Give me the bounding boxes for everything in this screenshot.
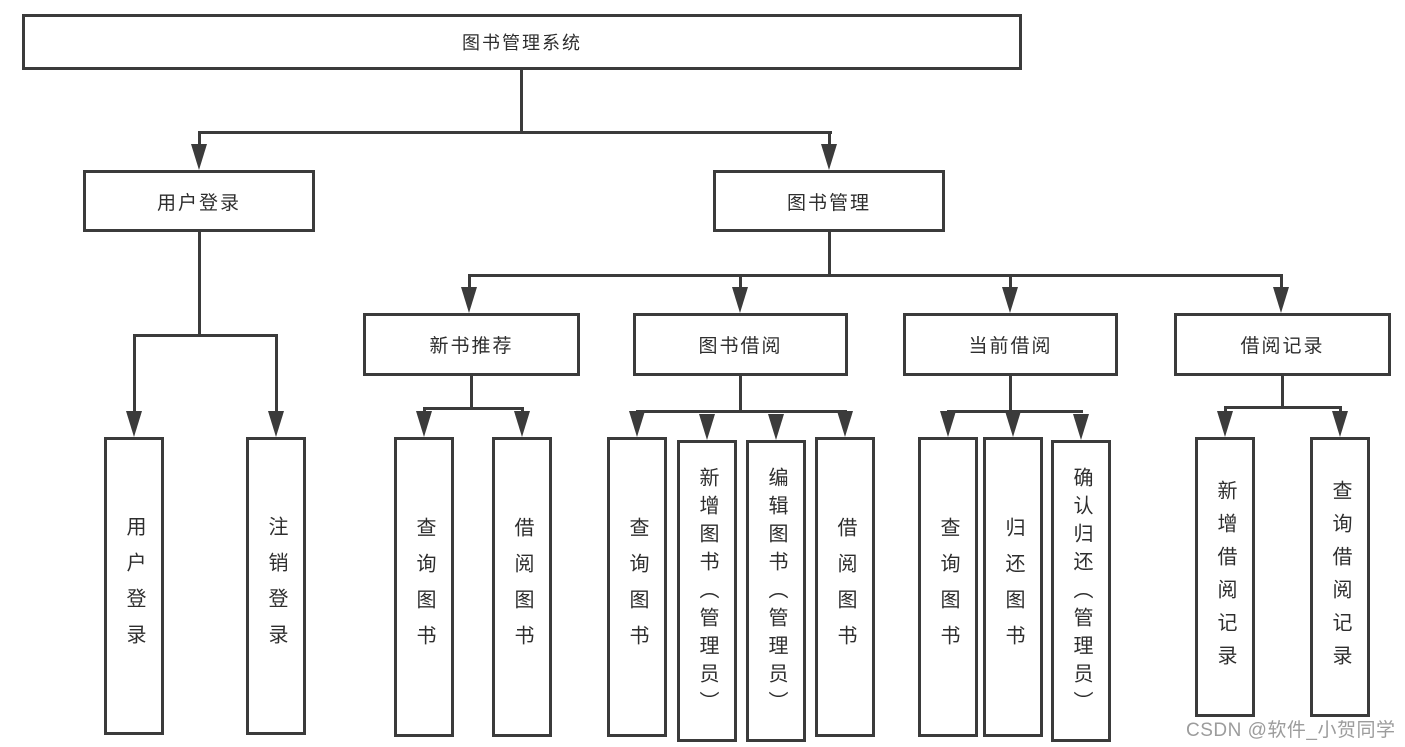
connector-user-login-hline: [133, 334, 278, 337]
connector-book-mgmt-hline: [468, 274, 1283, 277]
connector-arrowhead: [821, 144, 837, 170]
leaf-borrow-books-1: 借阅图书: [492, 437, 552, 737]
connector-recommend-stem: [470, 376, 473, 410]
leaf-query-borrow-record: 查询借阅记录: [1310, 437, 1370, 717]
node-user-login: 用户登录: [83, 170, 315, 232]
leaf-edit-book-admin: 编辑图书（管理员）: [746, 440, 806, 742]
node-new-book-recommend: 新书推荐: [363, 313, 580, 376]
connector-arrowhead: [1005, 411, 1021, 437]
connector-arrowhead: [1273, 287, 1289, 313]
connector-drop: [133, 334, 136, 412]
node-current-borrow: 当前借阅: [903, 313, 1118, 376]
node-book-borrow: 图书借阅: [633, 313, 848, 376]
connector-root-stem: [520, 70, 523, 134]
connector-arrowhead: [837, 411, 853, 437]
connector-records-hline: [1224, 406, 1342, 409]
connector-drop-book-mgmt: [828, 131, 831, 147]
connector-arrowhead: [768, 414, 784, 440]
connector-drop: [1339, 406, 1342, 414]
connector-borrow-hline: [636, 410, 847, 413]
connector-arrowhead: [1002, 287, 1018, 313]
connector-records-stem: [1281, 376, 1284, 409]
connector-arrowhead: [732, 287, 748, 313]
connector-arrowhead: [940, 411, 956, 437]
leaf-query-books-1: 查询图书: [394, 437, 454, 737]
connector-arrowhead: [191, 144, 207, 170]
connector-drop: [1280, 274, 1283, 289]
leaf-logout: 注销登录: [246, 437, 306, 735]
connector-drop-user-login: [198, 131, 201, 147]
csdn-watermark: CSDN @软件_小贺同学: [1186, 720, 1396, 741]
connector-recommend-hline: [423, 407, 524, 410]
connector-arrowhead: [1217, 411, 1233, 437]
leaf-add-book-admin: 新增图书（管理员）: [677, 440, 737, 742]
leaf-add-borrow-record: 新增借阅记录: [1195, 437, 1255, 717]
connector-root-hline: [198, 131, 832, 134]
connector-borrow-stem: [739, 376, 742, 413]
connector-drop: [275, 334, 278, 412]
node-borrow-records: 借阅记录: [1174, 313, 1391, 376]
connector-drop: [1224, 406, 1227, 414]
connector-arrowhead: [699, 414, 715, 440]
connector-arrowhead: [514, 411, 530, 437]
connector-arrowhead: [1332, 411, 1348, 437]
leaf-query-books-2: 查询图书: [607, 437, 667, 737]
leaf-confirm-return-admin: 确认归还（管理员）: [1051, 440, 1111, 742]
leaf-return-book: 归还图书: [983, 437, 1043, 737]
connector-current-stem: [1009, 376, 1012, 413]
connector-book-mgmt-stem: [828, 232, 831, 277]
connector-user-login-stem: [198, 232, 201, 336]
connector-arrowhead: [629, 411, 645, 437]
leaf-user-login: 用户登录: [104, 437, 164, 735]
connector-drop: [1009, 274, 1012, 289]
connector-arrowhead: [268, 411, 284, 437]
connector-drop: [468, 274, 471, 289]
connector-arrowhead: [126, 411, 142, 437]
node-library-system: 图书管理系统: [22, 14, 1022, 70]
connector-arrowhead: [1073, 414, 1089, 440]
node-book-management: 图书管理: [713, 170, 945, 232]
leaf-query-books-3: 查询图书: [918, 437, 978, 737]
connector-arrowhead: [461, 287, 477, 313]
connector-drop: [739, 274, 742, 289]
leaf-borrow-books-2: 借阅图书: [815, 437, 875, 737]
connector-arrowhead: [416, 411, 432, 437]
